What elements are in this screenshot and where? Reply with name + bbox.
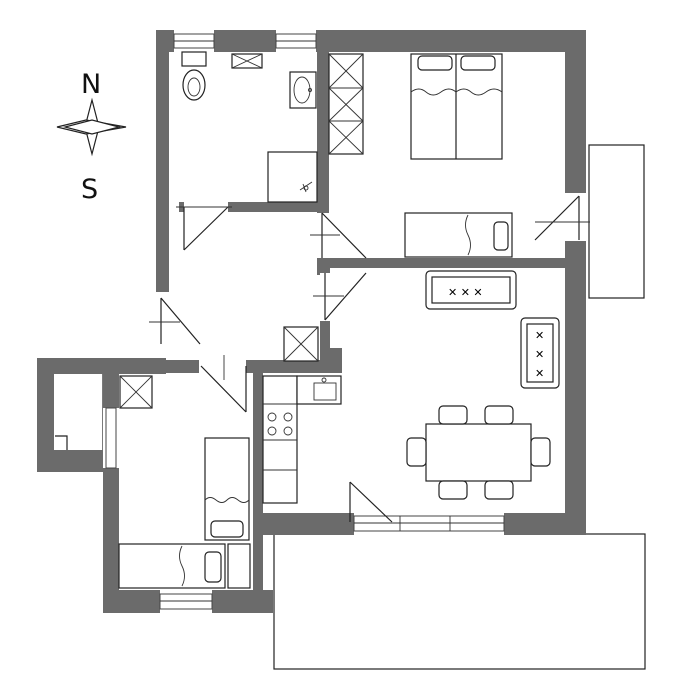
wardrobe-icon [328,53,364,155]
windows [105,33,505,610]
stove-icon [267,412,293,436]
compass-south-label: S [81,174,99,205]
double-bed-icon [410,53,503,160]
sink-icon [289,71,317,109]
compass-north-label: N [81,69,102,100]
single-bed-icon [204,437,250,541]
dining-table-icon [406,405,551,500]
storage-cabinet-icon [119,375,153,409]
sofa-icon: ✕ ✕ ✕ [425,270,517,310]
toilet-icon [181,51,207,101]
armchair-sofa-icon: ✕ ✕ ✕ [520,317,560,389]
cabinet-icon [283,326,319,362]
compass-star-icon [56,97,127,157]
sofa-bed-icon [404,212,513,258]
terrace-outline [273,533,646,670]
balcony-outline [588,144,645,299]
kitchen-counter-icon [262,375,342,504]
svg-text:✕: ✕ [535,367,544,380]
doors [149,195,590,523]
svg-text:✕ ✕ ✕: ✕ ✕ ✕ [448,286,483,299]
svg-text:✕: ✕ [535,329,544,342]
single-bed-2-icon [118,543,251,589]
shower-icon [267,151,318,203]
walls [37,30,586,613]
svg-text:✕: ✕ [535,348,544,361]
radiator-icon [231,53,263,69]
